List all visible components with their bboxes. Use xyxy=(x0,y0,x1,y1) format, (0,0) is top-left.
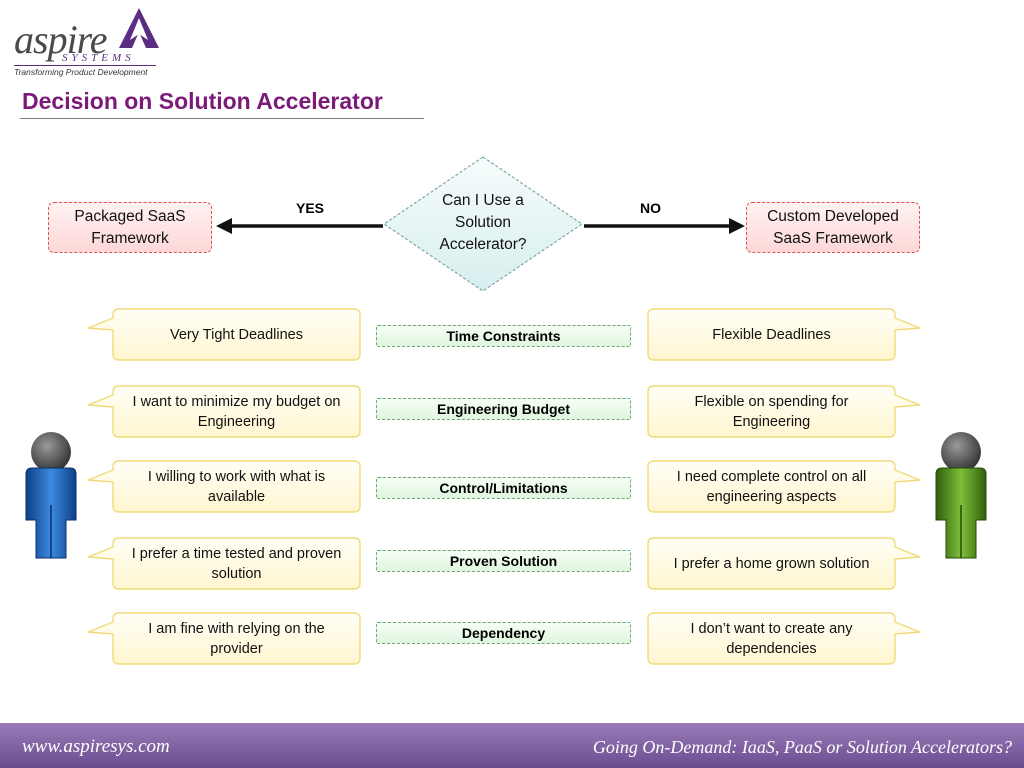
left-bubble-5 xyxy=(87,612,361,665)
company-logo: aspire SYSTEMS Transforming Product Deve… xyxy=(12,6,162,80)
right-bubble-text: I prefer a home grown solution xyxy=(673,555,870,572)
yes-arrow xyxy=(216,218,383,234)
criterion-box: Control/Limitations xyxy=(376,477,631,499)
aspire-logo-mark-icon xyxy=(119,8,159,48)
right-bubble-5 xyxy=(647,612,921,665)
right-bubble-text: Flexible Deadlines xyxy=(712,326,831,343)
no-outcome-text: Custom Developed SaaS Framework xyxy=(767,207,899,247)
criterion-label: Time Constraints xyxy=(446,328,561,344)
left-bubbles xyxy=(87,308,361,665)
footer-website[interactable]: www.aspiresys.com xyxy=(22,736,170,757)
yes-label: YES xyxy=(296,200,325,216)
criterion-label: Dependency xyxy=(461,625,546,641)
left-bubble-3 xyxy=(87,460,361,513)
decision-diamond xyxy=(382,156,584,292)
criterion-box: Dependency xyxy=(376,622,631,644)
criterion-label: Control/Limitations xyxy=(439,480,568,496)
left-bubble-text: I want to minimize my budget on Engineer… xyxy=(132,393,341,430)
footer-bar xyxy=(0,723,1024,768)
no-outcome-box: Custom Developed SaaS Framework xyxy=(746,202,920,253)
left-bubble-text: I am fine with relying on the provider xyxy=(148,620,325,657)
slide-title: Decision on Solution Accelerator xyxy=(22,88,383,114)
left-bubble-1 xyxy=(87,308,361,361)
criterion-box: Time Constraints xyxy=(376,325,631,347)
right-bubble-2 xyxy=(647,385,921,438)
right-bubble-text: Flexible on spending for Engineering xyxy=(694,393,849,430)
no-arrow xyxy=(584,218,745,234)
yes-outcome-text: Packaged SaaS Framework xyxy=(74,207,186,247)
criterion-label: Proven Solution xyxy=(449,553,558,569)
decision-question: Can I Use a Solution Accelerator? xyxy=(439,192,527,253)
left-bubble-text: Very Tight Deadlines xyxy=(170,326,303,343)
right-bubble-4 xyxy=(647,537,921,590)
right-bubble-3 xyxy=(647,460,921,513)
yes-outcome-box: Packaged SaaS Framework xyxy=(48,202,212,253)
logo-tagline: Transforming Product Development xyxy=(14,67,148,77)
right-bubble-text: I need complete control on all engineeri… xyxy=(676,468,867,505)
criterion-box: Proven Solution xyxy=(376,550,631,572)
logo-systems: SYSTEMS xyxy=(62,52,135,64)
right-bubbles xyxy=(647,308,921,665)
person-green-icon xyxy=(935,432,987,559)
person-blue-icon xyxy=(25,432,77,559)
title-underline xyxy=(20,118,424,119)
criterion-label: Engineering Budget xyxy=(437,401,570,417)
right-bubble-text: I don’t want to create any dependencies xyxy=(690,620,853,657)
left-bubble-4 xyxy=(87,537,361,590)
logo-rule xyxy=(14,65,156,66)
left-bubble-text: I willing to work with what is available xyxy=(147,468,326,505)
left-bubble-2 xyxy=(87,385,361,438)
right-bubble-1 xyxy=(647,308,921,361)
left-bubble-text: I prefer a time tested and proven soluti… xyxy=(131,545,342,582)
no-label: NO xyxy=(640,200,661,216)
criterion-box: Engineering Budget xyxy=(376,398,631,420)
logo-word: aspire xyxy=(14,17,108,62)
footer-slogan: Going On-Demand: IaaS, PaaS or Solution … xyxy=(592,737,1012,757)
